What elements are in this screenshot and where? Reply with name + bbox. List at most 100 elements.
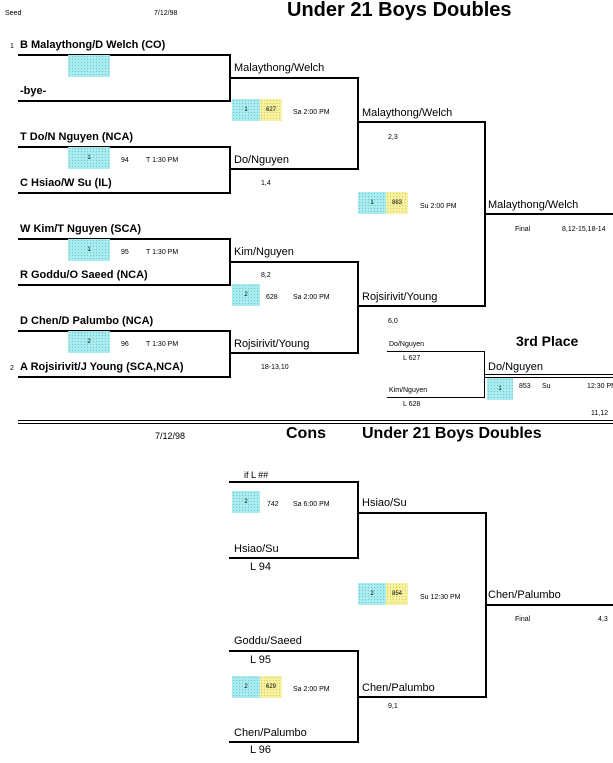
bracket-line	[229, 330, 231, 378]
court-box: 2	[68, 331, 110, 353]
bracket-line	[387, 351, 485, 352]
r1-player-5[interactable]: W Kim/T Nguyen (SCA)	[20, 223, 141, 235]
bracket-line	[229, 741, 359, 743]
bracket-line	[229, 146, 231, 194]
r2-player-4[interactable]: Rojsirivit/Young	[234, 338, 310, 350]
bracket-line	[485, 604, 613, 606]
match-number-box: 883	[386, 192, 408, 214]
final-score: 4,3	[598, 616, 608, 623]
final-score: 8,12-15,18-14	[562, 226, 606, 233]
match-time: Sa 2:00 PM	[293, 294, 330, 301]
r1-player-6[interactable]: R Goddu/O Saeed (NCA)	[20, 269, 148, 281]
bracket-line	[229, 168, 359, 170]
draw-date: 7/12/98	[154, 10, 178, 17]
bracket-line	[484, 213, 613, 215]
section-divider	[18, 420, 613, 421]
seed-number: 1	[10, 43, 14, 50]
r1-player-4[interactable]: C Hsiao/W Su (IL)	[20, 177, 112, 189]
match-score: 1,4	[261, 180, 271, 187]
match-number: 95	[121, 249, 129, 256]
cons-date: 7/12/98	[155, 431, 186, 441]
court-box: 1	[358, 192, 386, 214]
third-player-2[interactable]: Kim/Nguyen	[389, 387, 428, 394]
bracket-line	[357, 481, 359, 559]
match-score: 11,12	[591, 410, 608, 417]
court-box: 1	[232, 99, 260, 121]
loser-label: L 95	[250, 654, 272, 666]
cons-r2-player-2[interactable]: Chen/Palumbo	[362, 682, 435, 694]
bracket-line	[484, 377, 613, 378]
bye-slot	[68, 55, 110, 77]
match-time: T 1:30 PM	[146, 341, 179, 348]
r1-player-7[interactable]: D Chen/D Palumbo (NCA)	[20, 315, 154, 327]
loser-label: L 627	[403, 355, 421, 362]
cons-r2-player-1[interactable]: Hsiao/Su	[362, 497, 407, 509]
bracket-line	[229, 650, 359, 652]
final-label: Final	[515, 616, 531, 623]
third-place-title: 3rd Place	[516, 333, 579, 349]
r3-player-2[interactable]: Rojsirivit/Young	[362, 291, 438, 303]
cons-top-label: if L ##	[244, 470, 269, 480]
court-box: 1	[68, 147, 110, 169]
bracket-line	[229, 481, 359, 483]
court-box: 1	[68, 239, 110, 261]
match-time: Sa 6:00 PM	[293, 501, 330, 508]
bracket-line	[387, 397, 485, 398]
r2-player-3[interactable]: Kim/Nguyen	[234, 246, 294, 258]
cons-player-3[interactable]: Chen/Palumbo	[234, 727, 307, 739]
bracket-line	[18, 376, 230, 378]
bracket-line	[18, 330, 230, 332]
bracket-line	[229, 352, 359, 354]
match-number-box: 627	[260, 99, 282, 121]
bracket-line	[357, 77, 359, 170]
champion[interactable]: Malaythong/Welch	[488, 199, 579, 211]
match-number: 853	[519, 383, 531, 390]
cons-title: Cons	[286, 425, 326, 442]
match-number: 96	[121, 341, 129, 348]
bracket-line	[18, 284, 230, 286]
page-title: Under 21 Boys Doubles	[287, 0, 512, 21]
section-divider	[18, 423, 613, 424]
bracket-line	[18, 238, 230, 240]
loser-label: L 94	[250, 561, 272, 573]
match-time: T 1:30 PM	[146, 249, 179, 256]
final-label: Final	[515, 226, 531, 233]
match-number: 742	[267, 501, 279, 508]
court-box: 2	[358, 583, 386, 605]
court-box: 2	[232, 284, 260, 306]
third-winner[interactable]: Do/Nguyen	[488, 361, 544, 373]
third-player-1[interactable]: Do/Nguyen	[389, 341, 425, 348]
match-number-box: 629	[260, 676, 282, 698]
r3-player-1[interactable]: Malaythong/Welch	[362, 107, 453, 119]
match-score: 8,2	[261, 272, 271, 279]
match-time: Sa 2:00 PM	[293, 686, 330, 693]
bracket-line	[18, 54, 230, 56]
bracket-line	[18, 146, 230, 148]
bracket-line	[229, 557, 359, 559]
bracket-line	[229, 261, 359, 263]
match-time: T 1:30 PM	[146, 157, 179, 164]
match-time: Sa 2:00 PM	[293, 109, 330, 116]
court-box: 2	[232, 676, 260, 698]
r1-player-2[interactable]: -bye-	[20, 85, 47, 97]
r1-player-8[interactable]: A Rojsirivit/J Young (SCA,NCA)	[20, 361, 184, 373]
bracket-line	[18, 100, 230, 102]
match-time: Su 2:00 PM	[420, 203, 457, 210]
r2-player-1[interactable]: Malaythong/Welch	[234, 62, 325, 74]
bracket-line	[357, 512, 487, 514]
cons-player-2[interactable]: Goddu/Saeed	[234, 635, 302, 647]
r1-player-3[interactable]: T Do/N Nguyen (NCA)	[20, 131, 134, 143]
bracket-line	[357, 696, 487, 698]
cons-player-1[interactable]: Hsiao/Su	[234, 543, 279, 555]
r2-player-2[interactable]: Do/Nguyen	[234, 154, 290, 166]
match-number: 94	[121, 157, 129, 164]
match-score: 9,1	[388, 703, 398, 710]
match-time: Su 12:30 PM	[420, 594, 461, 601]
loser-label: L 628	[403, 401, 421, 408]
match-label: Su	[542, 383, 551, 390]
bracket-line	[18, 192, 230, 194]
cons-winner[interactable]: Chen/Palumbo	[488, 589, 561, 601]
r1-player-1[interactable]: B Malaythong/D Welch (CO)	[20, 39, 166, 51]
bracket-line	[229, 77, 359, 79]
